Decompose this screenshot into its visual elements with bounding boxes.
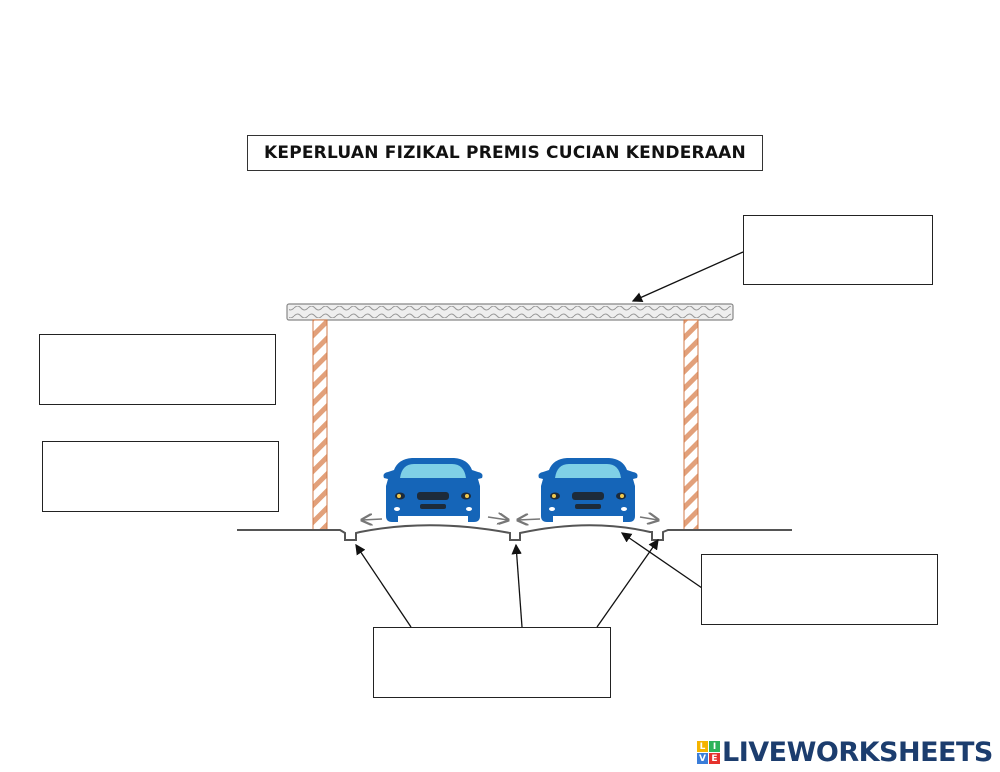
logo-tile: I	[709, 741, 720, 752]
logo-tile: E	[709, 753, 720, 764]
ground	[237, 524, 792, 541]
answer-box-floor-slope[interactable]	[701, 554, 938, 625]
logo-tile: L	[697, 741, 708, 752]
answer-box-drains[interactable]	[373, 627, 611, 698]
answer-box-left-top[interactable]	[39, 334, 276, 405]
pointer-arrows	[355, 251, 744, 628]
page-title: KEPERLUAN FIZIKAL PREMIS CUCIAN KENDERAA…	[264, 143, 746, 163]
title-box: KEPERLUAN FIZIKAL PREMIS CUCIAN KENDERAA…	[247, 135, 763, 171]
left-pillar	[312, 319, 328, 531]
car-icon	[538, 458, 638, 522]
logo-tile: V	[697, 753, 708, 764]
right-pillar	[683, 319, 699, 531]
liveworksheets-logo: L I V E LIVEWORKSHEETS	[697, 739, 993, 766]
logo-tiles: L I V E	[697, 741, 720, 764]
car-icon	[383, 458, 483, 522]
flow-arrows	[362, 517, 658, 520]
logo-text: LIVEWORKSHEETS	[722, 737, 993, 768]
roof	[286, 303, 734, 321]
answer-box-roof[interactable]	[743, 215, 933, 285]
answer-box-left-bottom[interactable]	[42, 441, 279, 512]
